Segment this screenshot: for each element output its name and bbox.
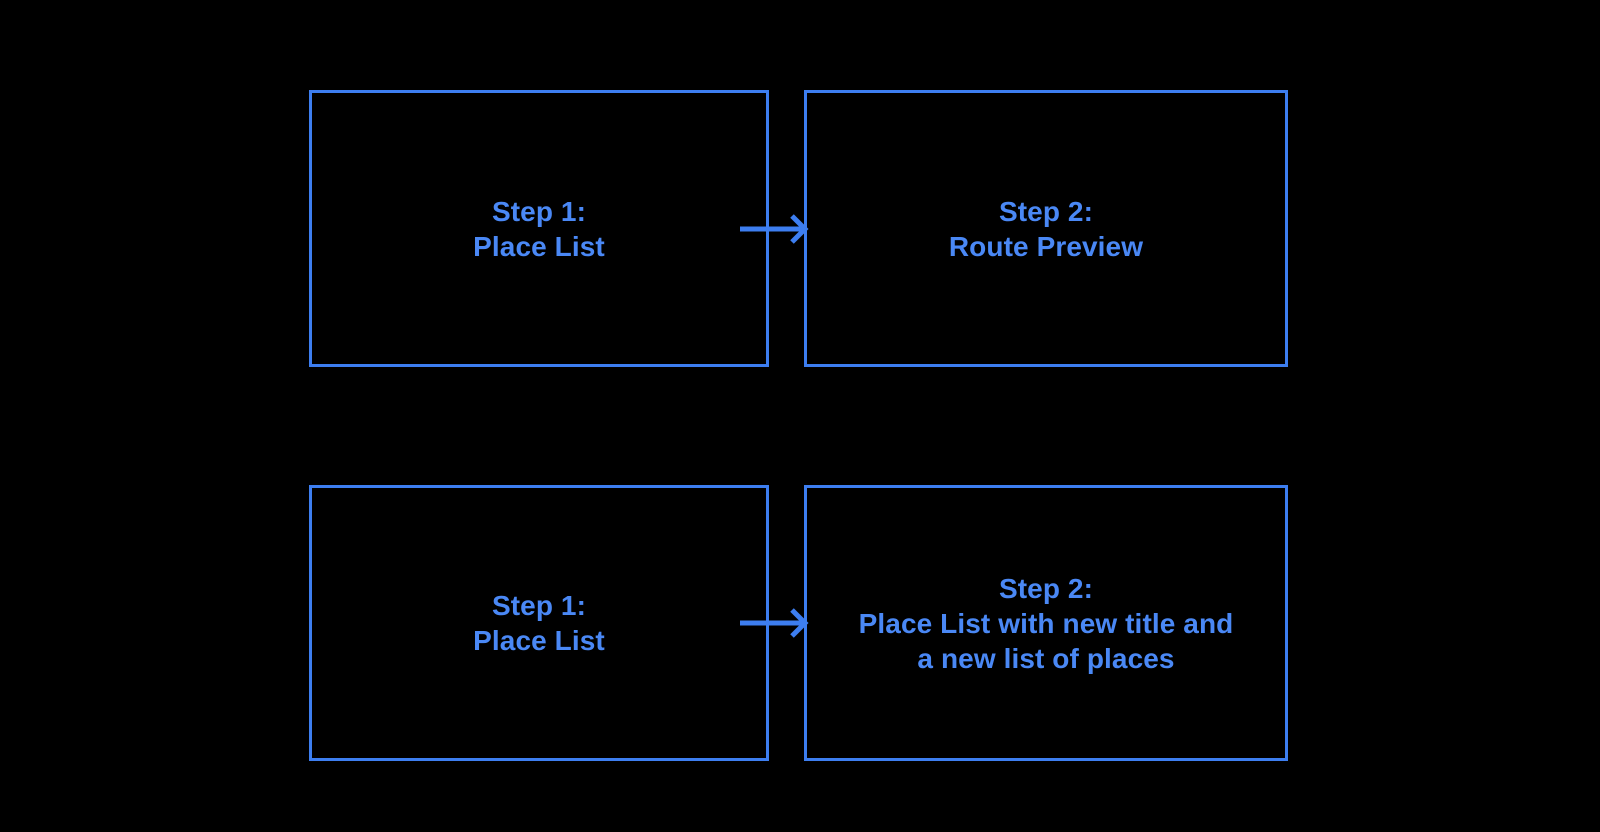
flow-row-2: Step 1: Place List Step 2: Place List wi… [0, 485, 1600, 761]
step-box-label: Step 1: Place List [473, 590, 605, 656]
step-box-row1-step1[interactable]: Step 1: Place List [309, 90, 769, 367]
step-box-label: Step 2: Route Preview [948, 195, 1144, 262]
step-box-row2-step1[interactable]: Step 1: Place List [309, 485, 769, 761]
step-box-row1-step2[interactable]: Step 2: Route Preview [804, 90, 1288, 367]
step-box-label: Step 2: Place List with new title and a … [858, 572, 1234, 674]
flow-row-1: Step 1: Place List Step 2: Route Preview [0, 90, 1600, 367]
step-box-row2-step2[interactable]: Step 2: Place List with new title and a … [804, 485, 1288, 761]
step-box-label: Step 1: Place List [473, 195, 605, 262]
